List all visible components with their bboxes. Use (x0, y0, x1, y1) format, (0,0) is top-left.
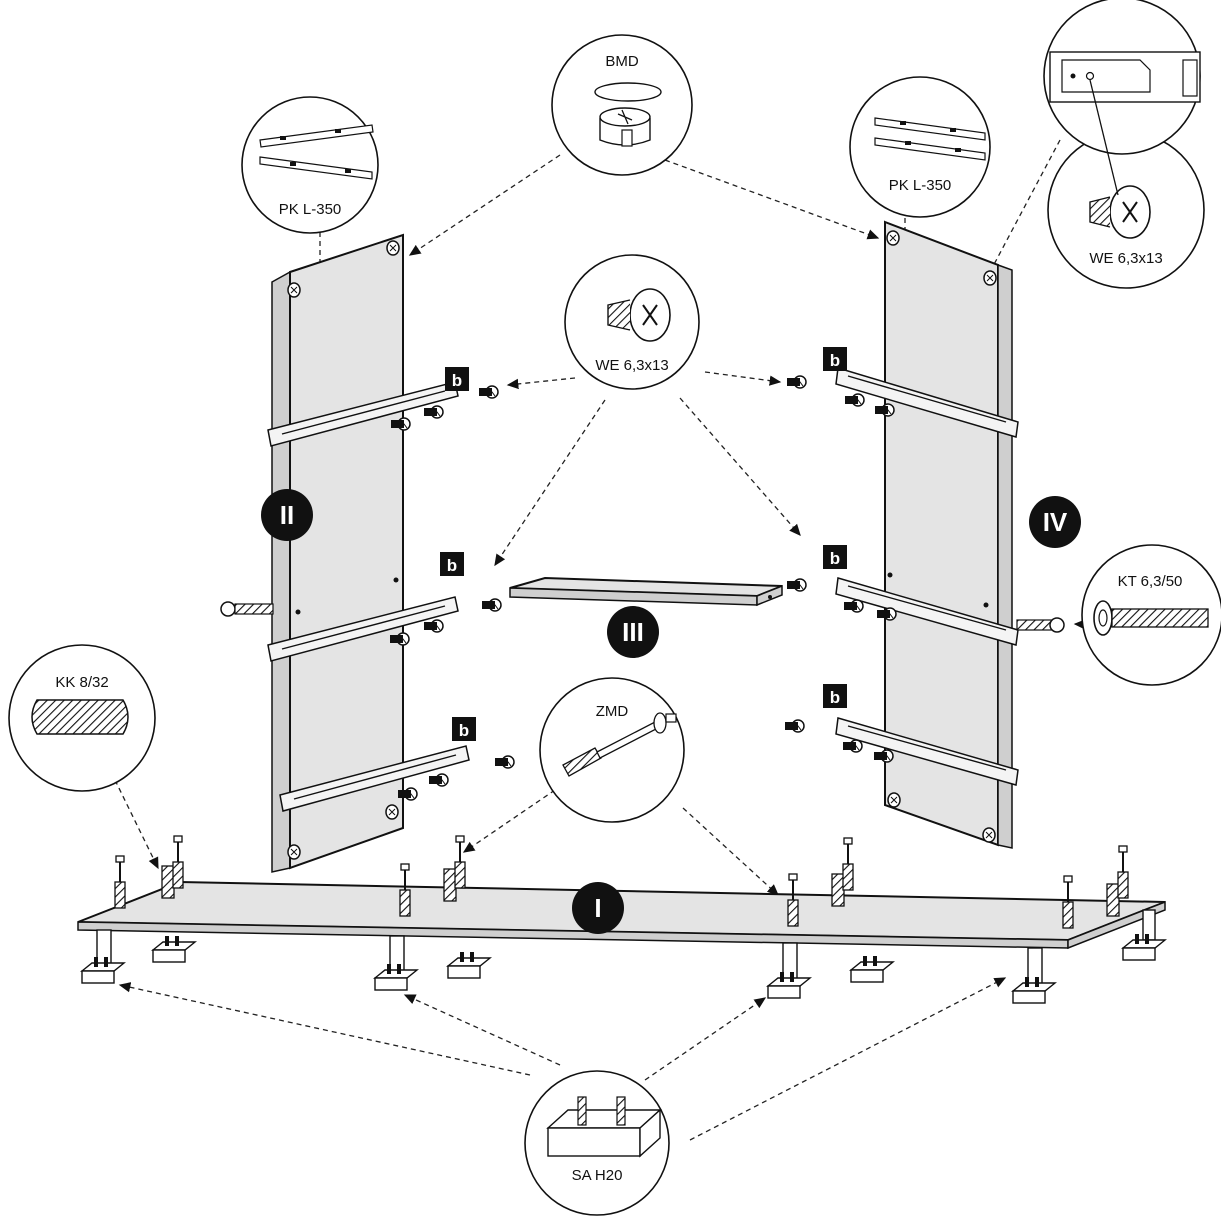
panel-shelf (509, 576, 783, 607)
part-label-left-side: II (280, 500, 294, 530)
callout-pk-left-label: PK L-350 (279, 201, 342, 218)
b-badge-left-bottom: b (452, 717, 476, 741)
callout-pk-right: PK L-350 (849, 76, 991, 218)
b-badge-left-middle: b (440, 552, 464, 576)
panel-left-side (220, 233, 515, 873)
dowel-icon (31, 699, 129, 735)
kt-screw-left (220, 601, 274, 617)
b-badge-right-bottom: b (823, 684, 847, 708)
runner-rail-icon (874, 117, 986, 161)
callout-bmd-label: BMD (605, 53, 639, 70)
part-label-right-side: IV (1043, 507, 1068, 537)
callout-sa: SA H20 (524, 1070, 670, 1216)
callout-we-center-label: WE 6,3x13 (595, 357, 668, 374)
b-label: b (459, 721, 469, 740)
b-label: b (830, 351, 840, 370)
callout-kk: KK 8/32 (8, 644, 156, 792)
callout-we-center: WE 6,3x13 (564, 254, 700, 390)
panel-right-side (784, 220, 1065, 849)
callout-kk-label: KK 8/32 (55, 674, 108, 691)
callout-kt-label: KT 6,3/50 (1118, 573, 1183, 590)
part-label-shelf: III (622, 617, 644, 647)
b-label: b (447, 556, 457, 575)
foot-icon (546, 1096, 662, 1158)
b-badge-left-top: b (445, 367, 469, 391)
screw-icon (1089, 185, 1151, 239)
b-badge-right-middle: b (823, 545, 847, 569)
callout-pk-right-label: PK L-350 (889, 177, 952, 194)
b-label: b (830, 688, 840, 707)
callout-bmd: BMD (551, 34, 693, 176)
confirmat-screw-icon (1093, 600, 1209, 636)
kt-screw-right (1016, 617, 1065, 633)
connector-pin-icon (562, 712, 677, 777)
runner-rail-icon (259, 124, 374, 180)
screw-icon (607, 288, 671, 342)
panel-bottom (77, 835, 1166, 1004)
callout-rail-detail (1043, 0, 1201, 196)
b-label: b (452, 371, 462, 390)
part-badge-left-side: II (261, 489, 313, 541)
callout-sa-label: SA H20 (572, 1167, 623, 1184)
callout-kt: KT 6,3/50 (1081, 544, 1221, 686)
b-label: b (830, 549, 840, 568)
callout-we-detail-label: WE 6,3x13 (1089, 250, 1162, 267)
callout-pk-left: PK L-350 (241, 96, 379, 234)
callout-zmd-label: ZMD (596, 703, 629, 720)
part-badge-right-side: IV (1029, 496, 1081, 548)
callout-zmd: ZMD (539, 677, 685, 823)
part-label-bottom: I (594, 893, 601, 923)
rail-end-icon (1049, 51, 1201, 196)
cam-lock-icon (594, 82, 662, 147)
part-badge-bottom: I (572, 882, 624, 934)
b-badge-right-top: b (823, 347, 847, 371)
callout-we-detail: WE 6,3x13 (1047, 131, 1205, 289)
part-badge-shelf: III (607, 606, 659, 658)
